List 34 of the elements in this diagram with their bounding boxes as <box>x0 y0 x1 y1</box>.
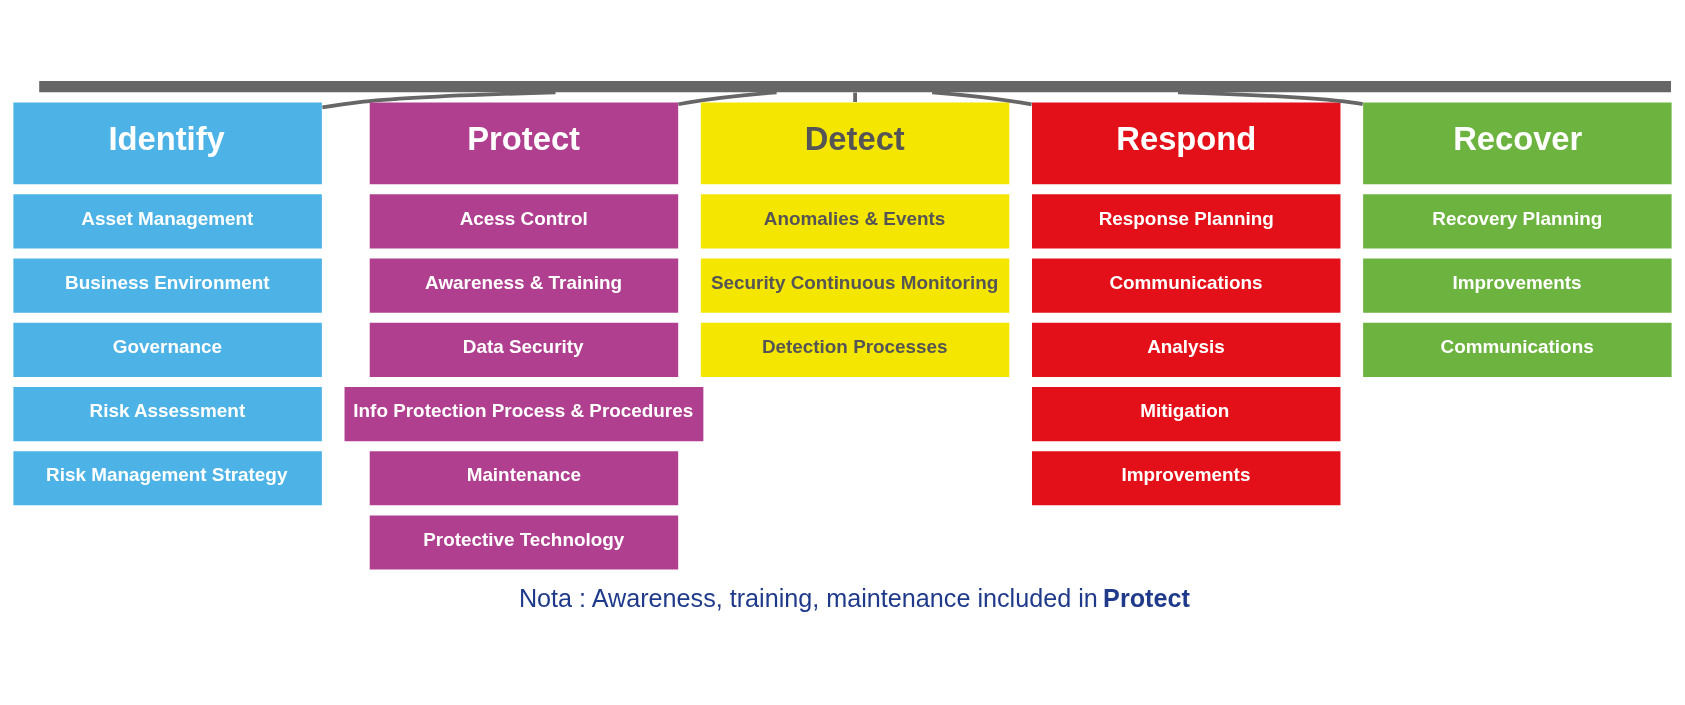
node-box: Improvements <box>1363 258 1672 313</box>
node-box: Protect <box>369 101 679 184</box>
node-box: Security Continuous Monitoring <box>700 258 1010 313</box>
node-box: Data Security <box>369 322 679 377</box>
node-bar <box>39 80 1671 92</box>
node-box: Awareness & Training <box>369 258 679 313</box>
node-box: Improvements <box>1032 450 1341 505</box>
connector <box>853 92 857 102</box>
connector <box>932 90 1032 106</box>
node-box: Governance <box>13 322 322 377</box>
connector <box>322 90 556 109</box>
node-box: Communications <box>1032 258 1341 313</box>
node-box: Maintenance <box>369 450 679 505</box>
node-box: Recover <box>1363 101 1672 184</box>
node-box: Asset Management <box>13 193 322 248</box>
node-box: Response Planning <box>1032 193 1341 248</box>
connector <box>1178 90 1364 106</box>
node-box: Risk Assessment <box>13 386 322 441</box>
node-box: Mitigation <box>1032 386 1341 441</box>
node-box: Detect <box>700 101 1010 184</box>
label: Nota : Awareness, training, maintenance included in Protect <box>518 583 1190 612</box>
node-box: Detection Processes <box>700 322 1010 377</box>
connector <box>678 90 777 106</box>
node-box: Analysis <box>1032 322 1341 377</box>
node-box: Identify <box>13 101 322 184</box>
node-box: Respond <box>1032 101 1341 184</box>
node-box: Protective Technology <box>369 514 679 570</box>
node-box: Communications <box>1363 322 1672 377</box>
node-box: Info Protection Process & Procedures <box>344 386 704 441</box>
node-box: Business Environment <box>13 258 322 313</box>
node-box: Risk Management Strategy <box>13 450 322 505</box>
node-box: Recovery Planning <box>1363 193 1672 248</box>
node-box: Acess Control <box>369 193 679 248</box>
node-box: Anomalies & Events <box>700 193 1010 248</box>
